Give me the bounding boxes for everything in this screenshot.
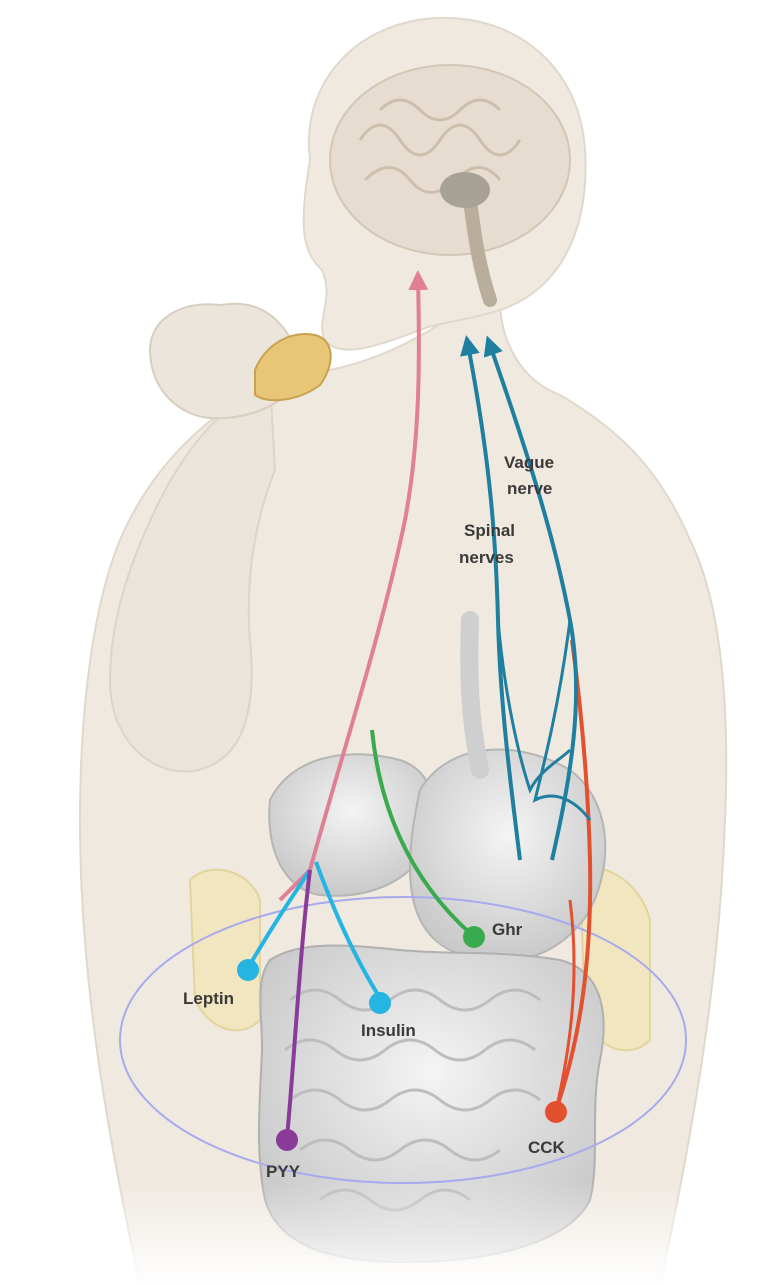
vague-nerve-label-line2: nerve — [507, 479, 552, 498]
leptin-label: Leptin — [183, 989, 234, 1008]
spinal-nerves-label-line1: Spinal — [464, 521, 515, 540]
esophagus — [469, 620, 480, 770]
spinal-nerves-label-line2: nerves — [459, 548, 514, 567]
hypothalamus — [440, 172, 490, 208]
ghr-label: Ghr — [492, 920, 523, 939]
pyy-dot — [276, 1129, 298, 1151]
leptin-dot — [237, 959, 259, 981]
cck-dot — [545, 1101, 567, 1123]
vague-nerve-label-line1: Vague — [504, 453, 554, 472]
brain-hemisphere — [330, 65, 570, 255]
pyy-label: PYY — [266, 1162, 301, 1181]
ghr-dot — [463, 926, 485, 948]
cck-label: CCK — [528, 1138, 566, 1157]
insulin-label: Insulin — [361, 1021, 416, 1040]
insulin-dot — [369, 992, 391, 1014]
bottom-fade — [0, 1180, 777, 1285]
